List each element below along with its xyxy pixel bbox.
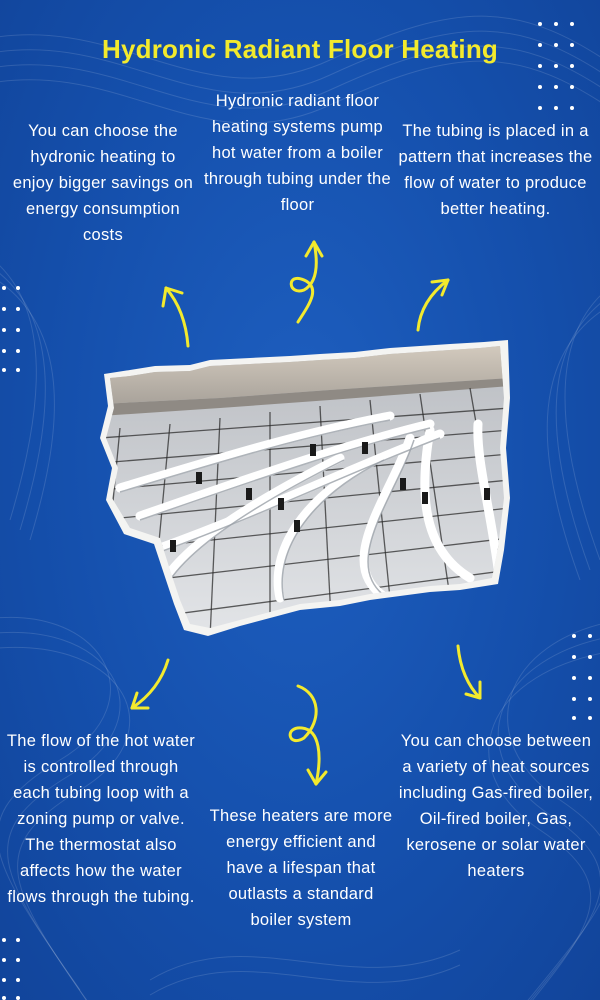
fact-heat-sources-text: You can choose between a variety of heat… <box>398 732 594 880</box>
fact-savings-text: You can choose the hydronic heating to e… <box>12 122 194 244</box>
dot-grid-icon <box>538 22 574 110</box>
fact-efficiency-text: These heaters are more energy efficient … <box>209 807 393 929</box>
fact-how-it-works-text: Hydronic radiant floor heating systems p… <box>203 92 391 214</box>
dot-grid-icon <box>572 634 592 720</box>
dot-grid-icon <box>2 286 20 372</box>
dot-grid-icon <box>2 938 20 1000</box>
fact-flow-control-text: The flow of the hot water is controlled … <box>6 732 196 906</box>
page-title: Hydronic Radiant Floor Heating <box>101 34 499 64</box>
fact-tubing-pattern-text: The tubing is placed in a pattern that i… <box>398 122 593 218</box>
floor-heating-photo <box>100 340 510 636</box>
